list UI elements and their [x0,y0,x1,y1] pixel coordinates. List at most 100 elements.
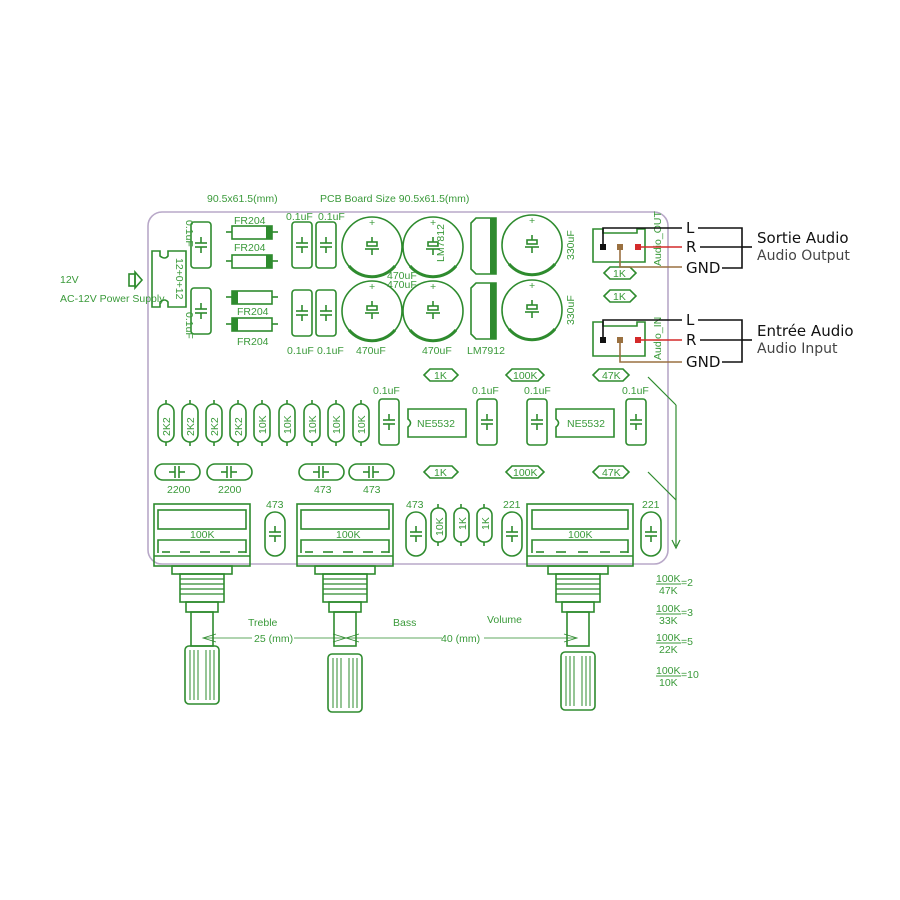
res-1k-bottom: 1K [422,465,460,479]
res-2k2-2: 2K2 [181,400,199,446]
out-pin-l: L [686,219,695,237]
svg-text:0.1uF: 0.1uF [317,345,344,357]
svg-text:100K: 100K [513,467,538,479]
res-10k-3: 10K [303,400,321,446]
gain-table: 100K 47K =2 100K 33K =3 100K 22K =5 100K… [656,573,699,689]
svg-text:100K: 100K [336,529,361,541]
svg-text:0.1uF: 0.1uF [183,220,195,247]
gain-row-5: 100K 22K =5 [656,632,693,656]
svg-text:LM7812: LM7812 [435,224,447,262]
audio-output-title-fr: Sortie Audio [757,229,849,247]
svg-text:Audio_IN: Audio_IN [652,317,664,360]
cap-330uf-1: + 330uF [501,214,577,277]
svg-text:0.1uF: 0.1uF [373,385,400,397]
svg-text:473: 473 [314,484,332,496]
audio-out-wiring [600,227,752,269]
svg-text:1K: 1K [613,268,626,280]
svg-text:=10: =10 [681,669,699,681]
svg-text:47K: 47K [602,467,621,479]
svg-text:0.1uF: 0.1uF [318,211,345,223]
res-2k2-1: 2K2 [157,400,175,446]
svg-text:100K: 100K [656,603,681,615]
svg-text:22K: 22K [659,644,678,656]
out-pin-gnd: GND [686,259,720,277]
cap-label-470uf-a: 470uF [387,270,417,282]
res-1k-out-b: 1K [602,289,638,303]
cap-mid-3: 0.1uF [524,385,551,446]
svg-text:100K: 100K [656,665,681,677]
svg-text:0.1uF: 0.1uF [524,385,551,397]
svg-text:0.1uF: 0.1uF [472,385,499,397]
audio-input-title-fr: Entrée Audio [757,322,854,340]
opamp-ne5532-2: NE5532 [555,408,615,438]
svg-text:10K: 10K [659,677,678,689]
svg-text:2200: 2200 [218,484,242,496]
svg-text:=2: =2 [681,577,693,589]
svg-text:1K: 1K [480,517,492,530]
svg-text:FR204: FR204 [234,215,266,227]
res-10k-2: 10K [278,400,296,446]
res-1k-top: 1K [422,368,460,382]
svg-text:+: + [529,215,535,227]
cap-473-2: 473 [348,463,395,496]
svg-text:330uF: 330uF [565,295,577,325]
res-1k-out-a: 1K [602,266,638,280]
cap-mid-2: 0.1uF [472,385,499,446]
res-2k2-3: 2K2 [205,400,223,446]
svg-text:=5: =5 [681,636,693,648]
cap-473-v2: 473 [405,499,427,557]
svg-text:470uF: 470uF [356,345,386,357]
res-47k-top: 47K [591,368,631,382]
svg-text:100K: 100K [568,529,593,541]
cap-473-1: 473 [298,463,345,496]
svg-text:473: 473 [363,484,381,496]
power-voltage-label: 12V [60,274,79,286]
gain-row-10: 100K 10K =10 [656,665,699,689]
svg-text:100K: 100K [656,632,681,644]
left-dimension-label: 90.5x61.5(mm) [207,193,278,205]
svg-text:221: 221 [503,499,521,511]
svg-text:+: + [369,217,375,229]
pot-treble[interactable]: 100K [153,503,251,705]
cap-c1: 0.1uF [183,220,212,269]
pot-bass[interactable]: 100K [296,503,394,713]
pot-volume[interactable]: 100K [526,503,634,711]
svg-text:10K: 10K [356,415,368,434]
feedback-arrow [647,376,681,550]
spacing-40mm: 40 (mm) [441,633,480,645]
in-pin-r: R [686,331,696,349]
cap-2200-2: 2200 [206,463,253,496]
res-1k-v2: 1K [476,504,493,546]
cap-221-1: 221 [501,499,523,557]
cap-label-470uf-b: 470uF [387,279,417,291]
svg-text:FR204: FR204 [237,336,269,348]
cap-330uf-2: + 330uF [501,279,577,342]
spacing-25mm: 25 (mm) [254,633,293,645]
cap-470uf-4: + 470uF [402,280,464,357]
svg-text:2K2: 2K2 [209,417,221,436]
svg-text:100K: 100K [190,529,215,541]
svg-text:2K2: 2K2 [233,417,245,436]
treble-label: Treble [248,617,278,629]
svg-text:221: 221 [642,499,660,511]
svg-text:473: 473 [406,499,424,511]
svg-text:10K: 10K [282,415,294,434]
power-arrow-icon [128,269,144,291]
svg-text:LM7912: LM7912 [467,345,505,357]
svg-text:47K: 47K [602,370,621,382]
res-1k-v1: 1K [453,504,470,546]
res-10k-1: 10K [253,400,271,446]
cap-470uf-1: + [341,216,403,279]
gain-row-2: 100K 47K =2 [656,573,693,597]
svg-text:10K: 10K [257,415,269,434]
svg-text:NE5532: NE5532 [567,418,605,430]
cap-470uf-3: + 470uF [341,280,403,357]
power-connector: 12+0+12 [151,250,187,308]
svg-text:FR204: FR204 [234,242,266,254]
cap-pair-bottom: 0.1uF 0.1uF [287,289,344,357]
res-10k-4: 10K [327,400,345,446]
svg-text:2K2: 2K2 [185,417,197,436]
audio-in-wiring [600,319,752,363]
connector-label: 12+0+12 [173,258,185,300]
audio-input-title-en: Audio Input [757,341,838,357]
